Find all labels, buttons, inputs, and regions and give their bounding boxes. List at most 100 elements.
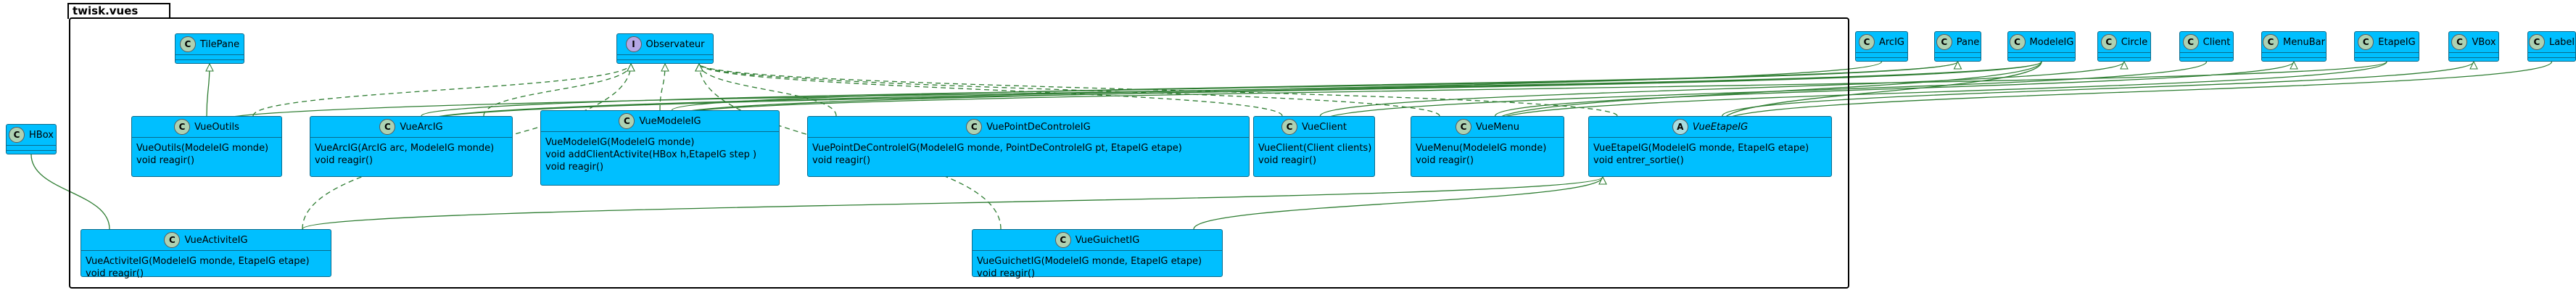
- class-method-compartment: [2355, 57, 2419, 62]
- class-icon: C: [2009, 34, 2026, 50]
- class-icon: C: [164, 232, 181, 248]
- class-icon: C: [174, 119, 191, 135]
- class-field-compartment: [2180, 52, 2233, 57]
- class-field-compartment: [7, 145, 56, 150]
- class-field-compartment: [2098, 52, 2150, 57]
- class-h-box[interactable]: C HBox: [6, 124, 57, 154]
- class-icon: C: [619, 113, 635, 129]
- package-title: twisk.vues: [73, 4, 139, 17]
- class-name: Circle: [2121, 36, 2148, 48]
- class-field-compartment: [1935, 52, 1981, 57]
- class-icon: C: [1456, 119, 1472, 135]
- class-members: VueGuichetIG(ModeleIG monde, EtapeIG eta…: [973, 250, 1222, 283]
- class-client[interactable]: C Client: [2179, 31, 2234, 62]
- class-header: A VueEtapeIG: [1589, 117, 1831, 137]
- class-field-compartment: [2355, 52, 2419, 57]
- class-icon: C: [2528, 34, 2545, 50]
- class-icon: C: [1936, 34, 1952, 50]
- class-member: void reagir(): [1258, 155, 1317, 166]
- class-name: Client: [2203, 36, 2231, 48]
- class-icon: C: [1054, 232, 1071, 248]
- class-name: ArcIG: [1878, 36, 1904, 48]
- class-field-compartment: [2528, 52, 2575, 57]
- class-name: Observateur: [645, 38, 705, 50]
- class-icon: C: [2451, 34, 2468, 50]
- class-method-compartment: [617, 59, 713, 65]
- abstract-class-icon: A: [1672, 119, 1688, 135]
- class-member: VueModeleIG(ModeleIG monde): [545, 137, 695, 148]
- class-member: void reagir(): [812, 155, 871, 166]
- class-name: ModeleIG: [2029, 36, 2074, 48]
- class-members: VueModeleIG(ModeleIG monde)void addClien…: [541, 131, 779, 176]
- class-vue-arc-ig[interactable]: C VueArcIG VueArcIG(ArcIG arc, ModeleIG mo…: [310, 116, 513, 177]
- class-member: void reagir(): [977, 268, 1036, 279]
- class-member: VueGuichetIG(ModeleIG monde, EtapeIG eta…: [977, 256, 1202, 267]
- class-name: Pane: [1956, 36, 1980, 48]
- class-members: VueActiviteIG(ModeleIG monde, EtapeIG et…: [81, 250, 331, 283]
- class-members: VueOutils(ModeleIG monde)void reagir(): [132, 137, 281, 170]
- class-icon: C: [379, 119, 396, 135]
- class-vue-guichet-ig[interactable]: C VueGuichetIG VueGuichetIG(ModeleIG monde…: [972, 229, 1223, 279]
- package-tab: [67, 3, 170, 19]
- class-name: VueOutils: [194, 121, 239, 133]
- class-icon: C: [1858, 34, 1875, 50]
- class-member: VuePointDeControleIG(ModeleIG monde, Poi…: [812, 143, 1182, 154]
- class-method-compartment: [2528, 57, 2575, 62]
- class-icon: C: [966, 119, 983, 135]
- class-name: VueClient: [1302, 121, 1347, 133]
- class-members: VuePointDeControleIG(ModeleIG monde, Poi…: [808, 137, 1249, 170]
- class-members: VueMenu(ModeleIG monde)void reagir(): [1411, 137, 1564, 170]
- package-frame: [69, 17, 1849, 289]
- class-member: VueArcIG(ArcIG arc, ModeleIG monde): [315, 143, 495, 154]
- class-name: HBox: [29, 129, 54, 141]
- class-member: void reagir(): [86, 268, 144, 279]
- class-icon: C: [179, 36, 196, 52]
- class-name: VueGuichetIG: [1075, 234, 1140, 246]
- class-name: VueActiviteIG: [184, 234, 248, 246]
- class-header: C VueGuichetIG: [973, 230, 1222, 250]
- class-name: MenuBar: [2283, 36, 2325, 48]
- class-method-compartment: [2098, 57, 2150, 62]
- class-icon: C: [9, 127, 25, 143]
- class-member: void reagir(): [545, 162, 604, 173]
- class-name: VueEtapeIG: [1692, 121, 1749, 133]
- class-method-compartment: [176, 59, 244, 65]
- class-name: VueArcIG: [400, 121, 443, 133]
- class-pane[interactable]: C Pane: [1934, 31, 1981, 62]
- class-member: VueOutils(ModeleIG monde): [136, 143, 269, 154]
- class-icon: C: [2182, 34, 2199, 50]
- class-method-compartment: [1935, 57, 1981, 62]
- class-field-compartment: [617, 54, 713, 59]
- class-field-compartment: [2449, 52, 2498, 57]
- class-icon: C: [2358, 34, 2374, 50]
- class-method-compartment: [7, 150, 56, 155]
